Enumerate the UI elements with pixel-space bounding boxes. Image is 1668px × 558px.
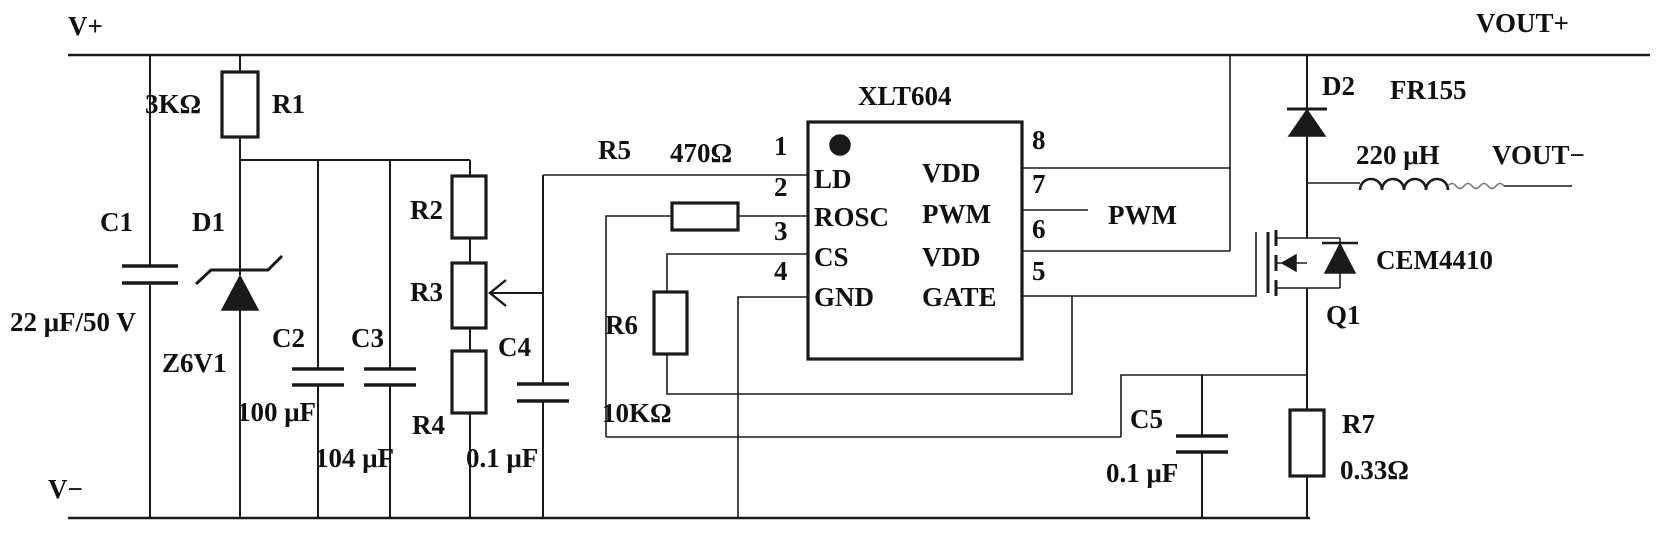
- c5-value: 0.1 μF: [1106, 458, 1178, 488]
- r6-value: 10KΩ: [602, 398, 672, 428]
- d2-part: FR155: [1390, 75, 1467, 105]
- r4-label: R4: [412, 410, 445, 440]
- c1-value: 22 μF/50 V: [10, 307, 136, 337]
- ic-xlt604: [806, 120, 1024, 361]
- output-column: [1287, 55, 1327, 410]
- r1-value: 3KΩ: [145, 89, 201, 119]
- pin-7-number: 7: [1032, 169, 1046, 199]
- ic-name: XLT604: [858, 81, 952, 111]
- pin-6-name: VDD: [922, 242, 981, 272]
- c2-label: C2: [272, 323, 305, 353]
- inductor-value: 220 μH: [1356, 140, 1440, 170]
- pin-6-number: 6: [1032, 214, 1046, 244]
- pin-8-number: 8: [1032, 125, 1046, 155]
- q1-part: CEM4410: [1376, 245, 1493, 275]
- r3-label: R3: [410, 277, 443, 307]
- resistor-r2: [450, 174, 488, 240]
- pin-2-name: ROSC: [814, 202, 889, 232]
- r5-value: 470Ω: [670, 138, 732, 168]
- c1-label: C1: [100, 207, 133, 237]
- r7-value: 0.33Ω: [1340, 455, 1409, 485]
- r6-label: R6: [605, 310, 638, 340]
- gnd-wire: [737, 296, 808, 518]
- pin-4-name: GND: [814, 282, 874, 312]
- resistor-r5: [605, 201, 808, 437]
- capacitor-c5: [1176, 375, 1228, 518]
- wiper-arrow-icon: [488, 279, 543, 307]
- d1-part: Z6V1: [162, 348, 227, 378]
- q1-label: Q1: [1326, 300, 1361, 330]
- pin1-marker: [829, 134, 851, 156]
- c3-label: C3: [351, 323, 384, 353]
- pin-5-name: GATE: [922, 282, 997, 312]
- d1-label: D1: [192, 207, 225, 237]
- pin-5-number: 5: [1032, 256, 1046, 286]
- vout-plus-label: VOUT+: [1476, 8, 1569, 38]
- gate-wire: [1072, 232, 1257, 297]
- resistor-r1: [220, 55, 260, 275]
- pwm-input-label: PWM: [1108, 200, 1177, 230]
- v-minus-label: V−: [48, 474, 83, 504]
- zener-d1: [194, 254, 284, 518]
- pin-7-name: PWM: [922, 199, 991, 229]
- capacitor-c1: [122, 55, 178, 518]
- pin-1-number: 1: [774, 131, 788, 161]
- mosfet-q1: [1266, 230, 1358, 296]
- capacitor-c4: [517, 175, 569, 518]
- r1-label: R1: [272, 89, 305, 119]
- pin-8-name: VDD: [922, 158, 981, 188]
- r2-label: R2: [410, 195, 443, 225]
- r5-label: R5: [598, 135, 631, 165]
- capacitor-c2: [292, 160, 344, 518]
- pin-1-name: LD: [814, 164, 852, 194]
- capacitor-c3: [364, 160, 416, 518]
- resistor-r7: [1288, 408, 1326, 518]
- divider-r2-r3-r4: [450, 160, 488, 518]
- resistor-r4: [450, 349, 488, 415]
- c2-value: 100 μF: [237, 397, 316, 427]
- resistor-r6: [652, 253, 1073, 395]
- pin-3-number: 3: [774, 216, 788, 246]
- vout-minus-label: VOUT−: [1492, 140, 1585, 170]
- cs-sense-wire: [1120, 374, 1307, 437]
- d2-label: D2: [1322, 71, 1355, 101]
- c3-value: 104 μF: [315, 443, 394, 473]
- potentiometer-r3: [450, 261, 488, 330]
- pin-4-number: 4: [774, 256, 788, 286]
- c5-label: C5: [1130, 404, 1163, 434]
- c4-value: 0.1 μF: [466, 443, 538, 473]
- pin-3-name: CS: [814, 242, 849, 272]
- pin-2-number: 2: [774, 172, 788, 202]
- inductor-coil: [1307, 177, 1572, 191]
- v-plus-label: V+: [68, 11, 103, 41]
- r7-label: R7: [1342, 409, 1375, 439]
- c4-label: C4: [498, 332, 531, 362]
